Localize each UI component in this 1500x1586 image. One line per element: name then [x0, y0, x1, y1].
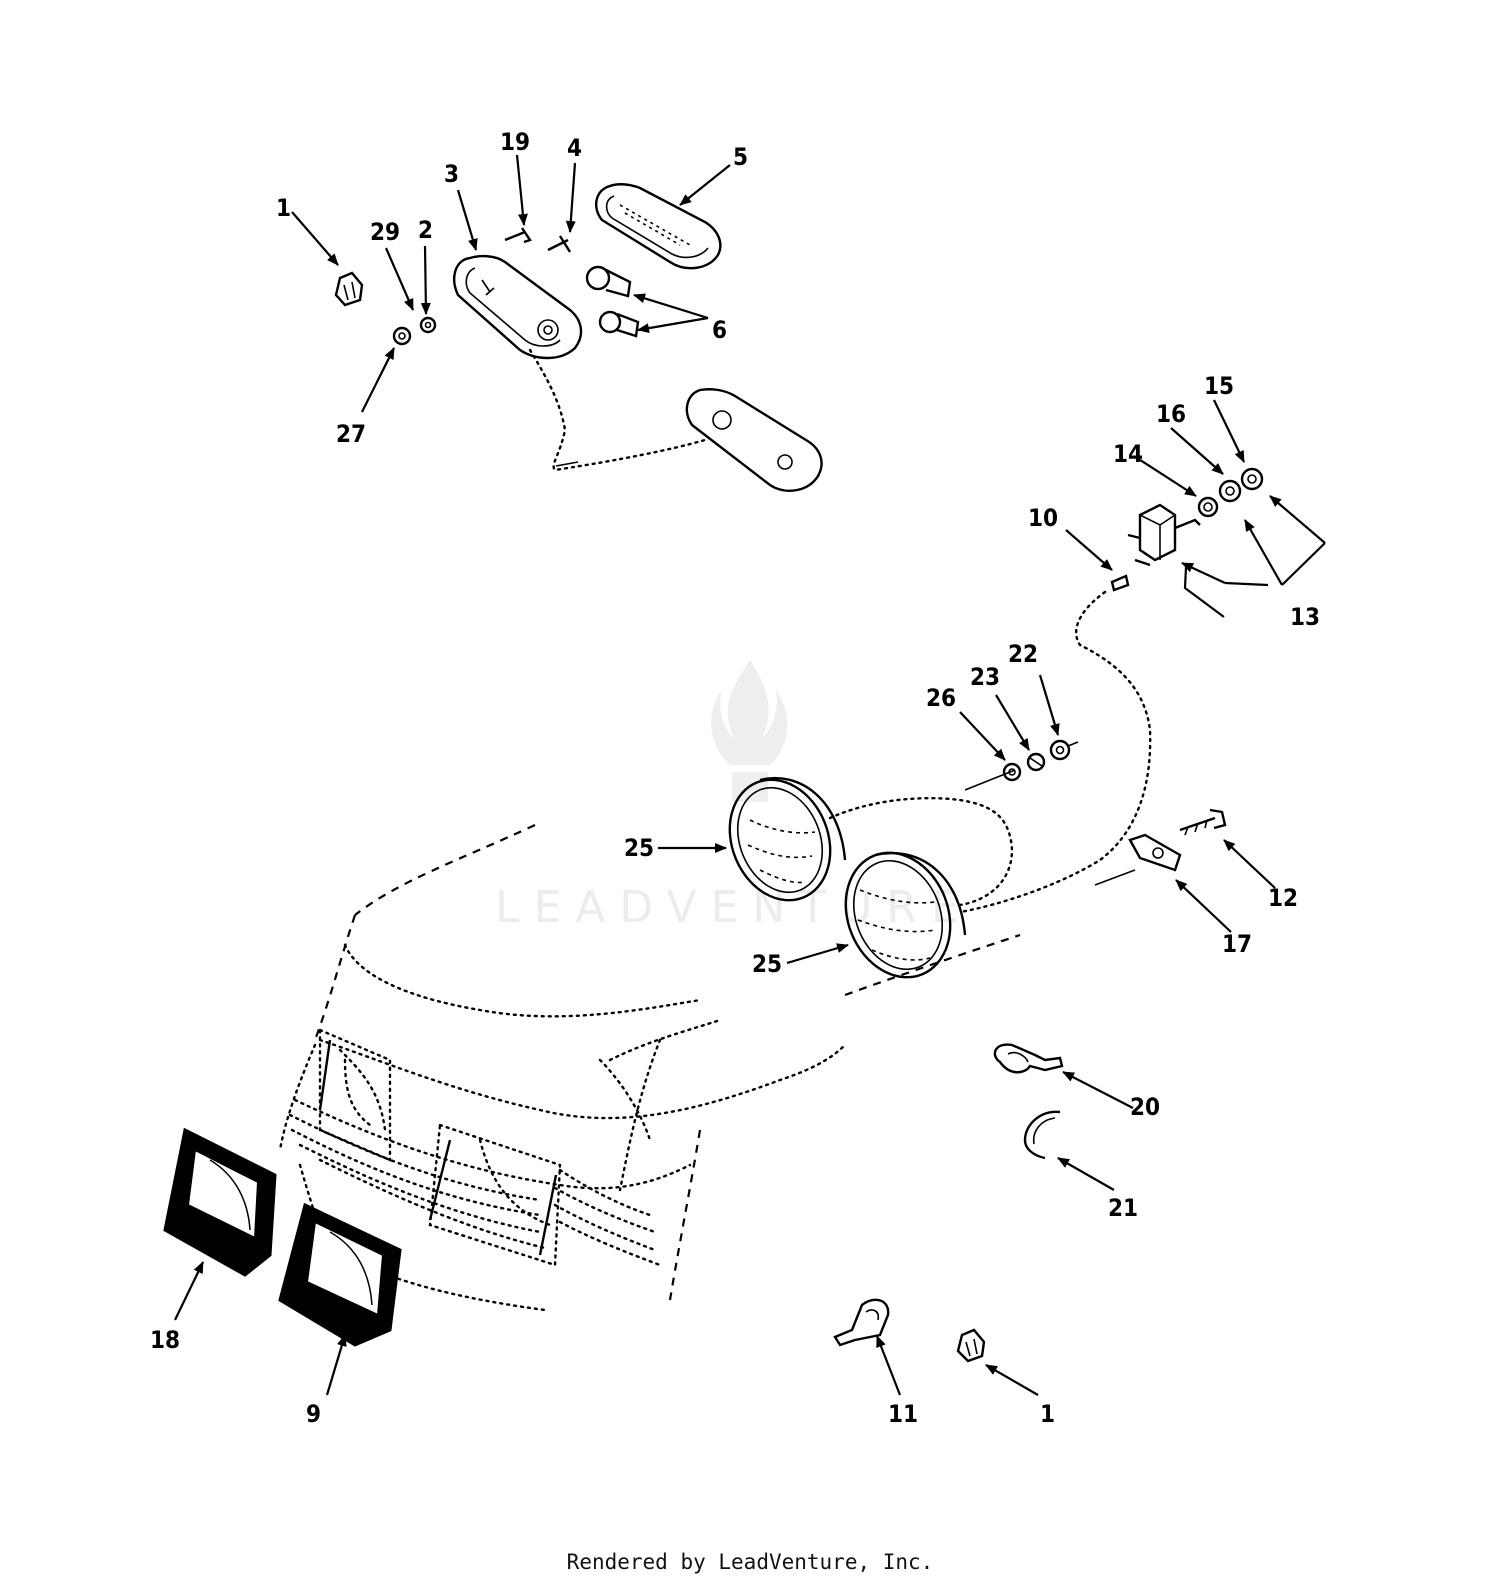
callout-23: 23 [970, 663, 1000, 691]
flame-torch-icon [711, 660, 788, 765]
callout-1-top: 1 [276, 194, 291, 222]
render-credit: Rendered by LeadVenture, Inc. [566, 1550, 934, 1574]
callout-4: 4 [567, 134, 582, 162]
watermark-brand: LEADVENTURE [495, 882, 973, 933]
tail-light-second-housing [685, 388, 823, 492]
callout-22: 22 [1008, 640, 1038, 668]
callout-5: 5 [733, 143, 748, 171]
nut-16 [1218, 479, 1242, 503]
callout-2: 2 [418, 216, 433, 244]
callout-11: 11 [888, 1400, 918, 1428]
callout-1-bottom: 1 [1040, 1400, 1055, 1428]
washer-26 [1002, 762, 1022, 782]
bracket-17 [1128, 833, 1182, 872]
callout-17: 17 [1222, 930, 1252, 958]
callout-9: 9 [306, 1400, 321, 1428]
headlight-upper [728, 776, 847, 902]
toggle-switch [1127, 503, 1201, 567]
callout-12: 12 [1268, 884, 1298, 912]
bezel-9 [278, 1202, 402, 1347]
nut-22 [1049, 739, 1079, 761]
clamp-20 [993, 1043, 1064, 1074]
clamp-11 [833, 1298, 890, 1347]
callout-18: 18 [150, 1326, 180, 1354]
bracket-line [1094, 869, 1136, 886]
washer-2 [419, 316, 437, 334]
callout-13: 13 [1290, 603, 1320, 631]
clip-21 [1023, 1110, 1061, 1160]
nut-29 [392, 326, 412, 346]
leader-arrows [174, 154, 1326, 1396]
callout-labels: 1 29 2 3 19 4 5 6 27 15 16 14 10 13 22 2… [150, 128, 1320, 1428]
callout-29: 29 [370, 218, 400, 246]
terminal-10 [1110, 574, 1130, 592]
callout-19: 19 [500, 128, 530, 156]
callout-6: 6 [712, 316, 727, 344]
tail-light-housing [453, 254, 583, 360]
bezel-18 [163, 1127, 277, 1277]
callout-20: 20 [1130, 1093, 1160, 1121]
callout-3: 3 [444, 160, 459, 188]
watermark: LEADVENTURE [495, 660, 973, 933]
callout-27: 27 [336, 420, 366, 448]
screw-12 [1179, 808, 1227, 836]
lockwasher-23 [1026, 752, 1046, 772]
bulb-pair [585, 265, 640, 338]
tail-light-wire [528, 348, 707, 472]
wire-end [555, 461, 579, 467]
callout-26: 26 [926, 684, 956, 712]
headlight-lower [844, 851, 967, 979]
clip-1-lower [956, 1328, 986, 1363]
screw-19 [504, 227, 532, 244]
tail-light-lens [594, 183, 722, 270]
callout-15: 15 [1204, 372, 1234, 400]
clip-1-upper [334, 271, 364, 307]
switch-wire [958, 590, 1152, 914]
callout-10: 10 [1028, 504, 1058, 532]
screw-4 [547, 235, 572, 253]
callout-16: 16 [1156, 400, 1186, 428]
washer-14 [1197, 496, 1219, 518]
callout-21: 21 [1108, 1194, 1138, 1222]
headlight-stud [964, 769, 1016, 791]
tractor-hood [278, 824, 1021, 1312]
nut-15 [1240, 467, 1264, 491]
callout-14: 14 [1113, 440, 1143, 468]
callout-25-upper: 25 [624, 834, 654, 862]
callout-25-lower: 25 [752, 950, 782, 978]
